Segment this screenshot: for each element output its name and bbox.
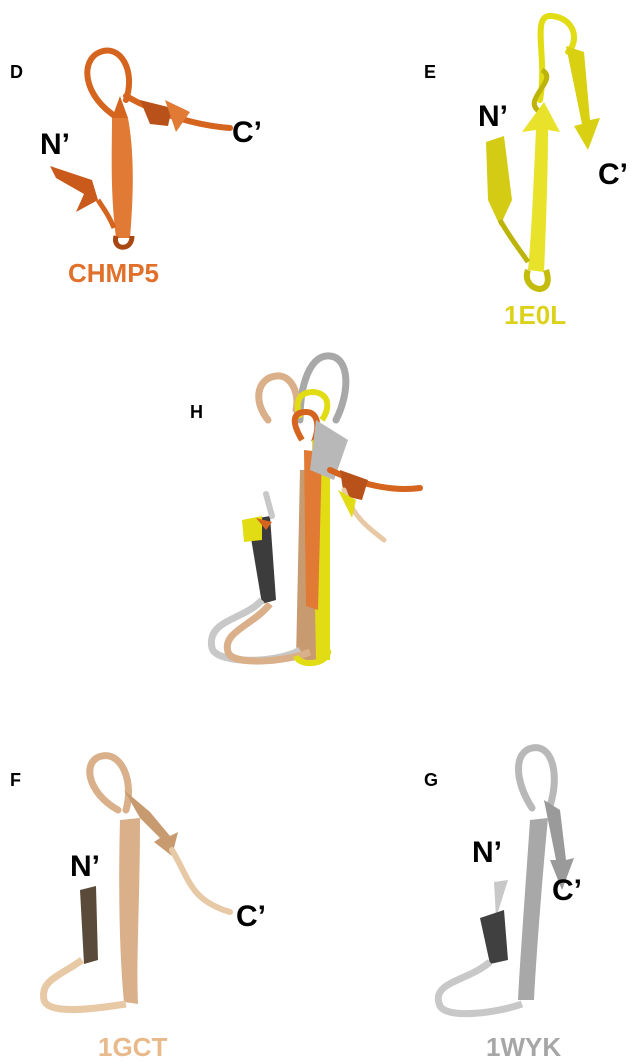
panel-letter-e: E xyxy=(424,62,436,83)
1gct-label: 1GCT xyxy=(98,1032,167,1063)
chmp5-ribbon xyxy=(50,51,230,248)
panel-letter-g: G xyxy=(424,770,438,791)
1e0l-c-terminus: C’ xyxy=(598,158,628,192)
1e0l-label: 1E0L xyxy=(504,300,566,331)
chmp5-n-terminus: N’ xyxy=(40,128,70,162)
chmp5-label: CHMP5 xyxy=(68,258,159,289)
overlay-ribbons xyxy=(211,356,420,663)
chmp5-c-terminus: C’ xyxy=(232,116,262,150)
1wyk-n-terminus: N’ xyxy=(472,836,502,870)
1e0l-n-terminus: N’ xyxy=(478,100,508,134)
1wyk-c-terminus: C’ xyxy=(552,874,582,908)
1wyk-label: 1WYK xyxy=(486,1032,561,1063)
1gct-n-terminus: N’ xyxy=(70,850,100,884)
panel-letter-f: F xyxy=(10,770,21,791)
panel-letter-d: D xyxy=(10,62,23,83)
panel-letter-h: H xyxy=(190,402,203,423)
1gct-c-terminus: C’ xyxy=(236,900,266,934)
1e0l-ribbon xyxy=(486,16,600,289)
